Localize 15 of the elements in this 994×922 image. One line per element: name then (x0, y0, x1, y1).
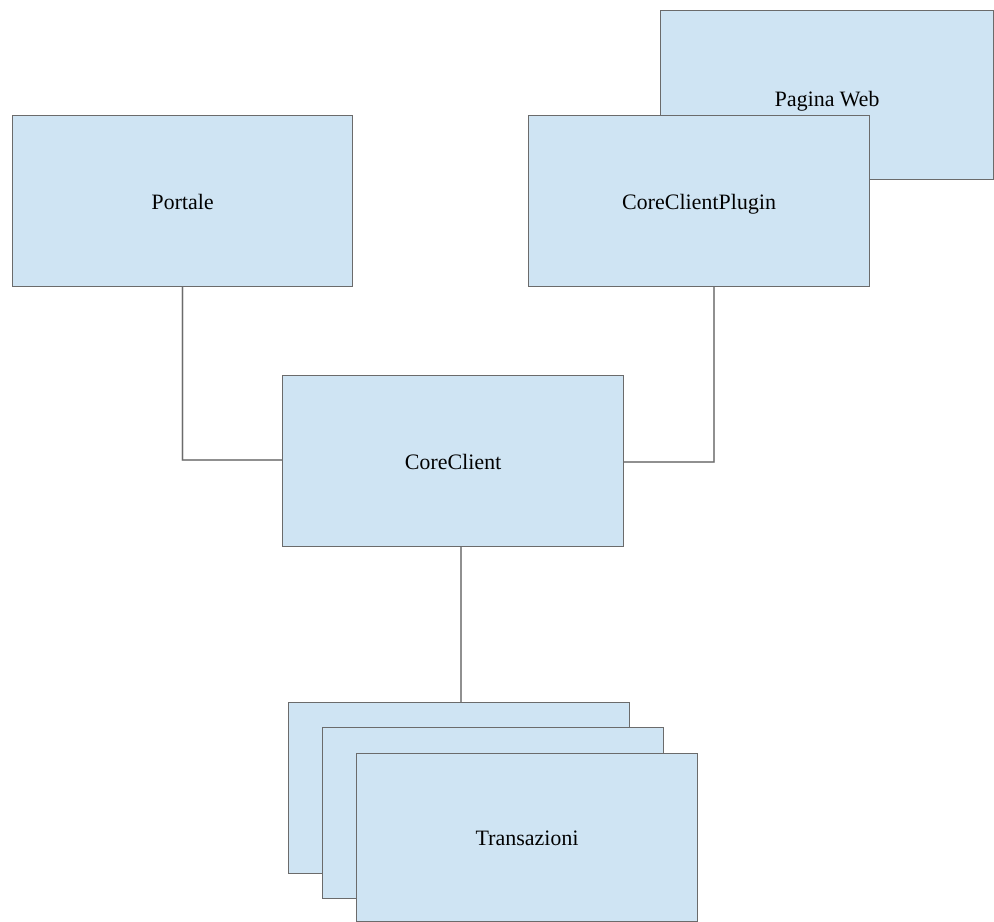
process-box (12, 115, 353, 287)
process-box (356, 753, 698, 922)
connector-line (182, 287, 282, 461)
process-box (528, 115, 870, 287)
box-label: Transazioni (475, 824, 579, 852)
box-label: CoreClient (404, 448, 502, 476)
connector-line (624, 287, 715, 463)
connector-line (460, 547, 462, 702)
process-box (282, 375, 624, 547)
process-box (660, 10, 994, 115)
stacked-box (322, 727, 664, 753)
box-label: Portale (151, 188, 214, 216)
box-label: Pagina Web (774, 85, 880, 113)
box-label: CoreClientPlugin (622, 188, 776, 216)
stacked-box (288, 702, 630, 727)
